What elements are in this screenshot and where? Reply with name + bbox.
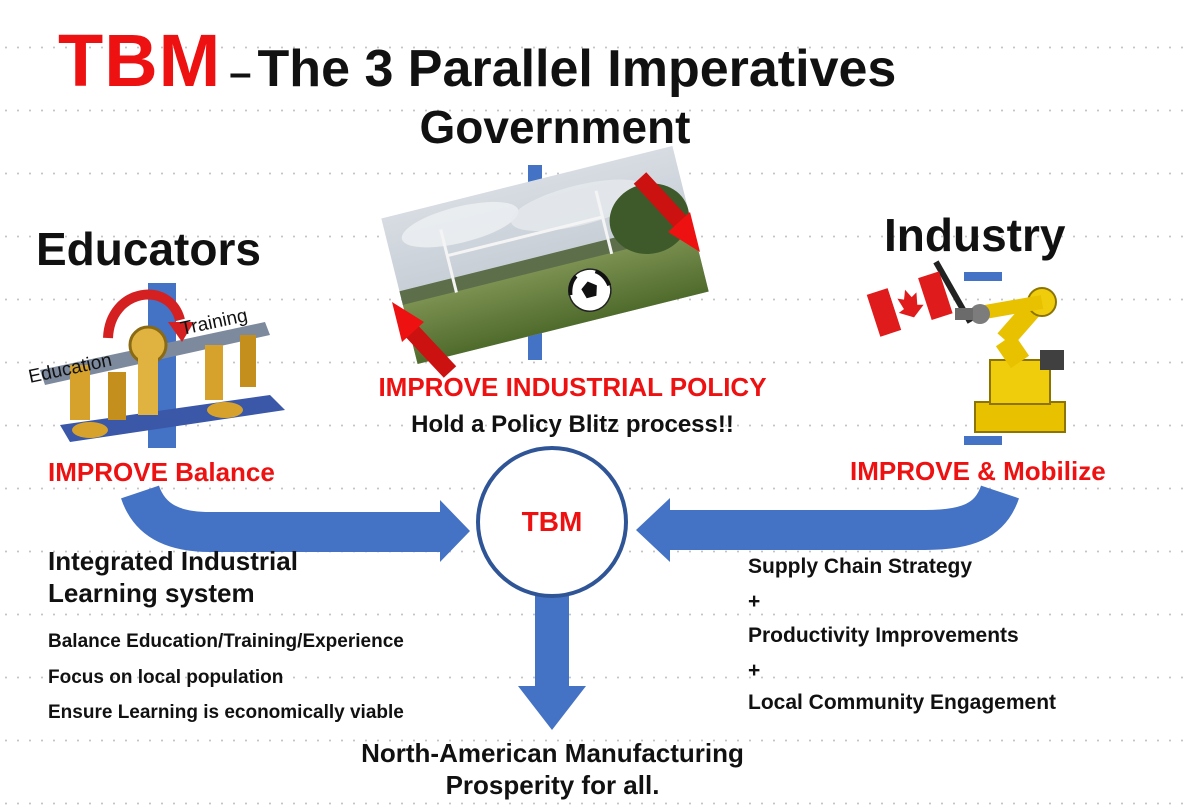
educators-system-line2: Learning system: [48, 578, 255, 608]
industry-marker-bottom: [964, 436, 1002, 445]
industry-action: IMPROVE & Mobilize: [850, 456, 1106, 486]
industry-plus: +: [748, 659, 761, 682]
education-training-seesaw-icon: Education Training: [27, 283, 285, 448]
page-title: TBM–The 3 Parallel Imperatives: [58, 18, 1168, 102]
educators-action: IMPROVE Balance: [48, 457, 275, 487]
industry-point: Supply Chain Strategy: [748, 555, 973, 578]
cycle-arrow-icon: [392, 172, 700, 378]
outcome-line1: North-American Manufacturing: [361, 738, 744, 768]
title-main: The 3 Parallel Imperatives: [257, 40, 897, 98]
industry-heading: Industry: [884, 209, 1066, 261]
educators-heading: Educators: [36, 223, 261, 275]
government-heading: Government: [419, 101, 691, 153]
outcome-flow-arrow: [518, 578, 586, 730]
industry-point: Local Community Engagement: [748, 691, 1057, 714]
outcome-line2: Prosperity for all.: [445, 770, 660, 800]
soccer-field-photo: [381, 145, 709, 365]
educators-point: Focus on local population: [48, 667, 284, 688]
educators-point: Balance Education/Training/Experience: [48, 631, 404, 652]
hub-label: TBM: [521, 506, 583, 537]
industry-point: Productivity Improvements: [748, 624, 1019, 647]
government-process: Hold a Policy Blitz process!!: [411, 411, 734, 438]
educators-point: Ensure Learning is economically viable: [48, 702, 404, 723]
tbm-hub: [476, 446, 628, 598]
government-action: IMPROVE INDUSTRIAL POLICY: [378, 372, 767, 402]
title-brand: TBM: [58, 19, 222, 102]
educators-flow-arrow: [121, 484, 470, 562]
industry-flow-arrow: [636, 484, 1019, 562]
industry-plus: +: [748, 590, 761, 613]
canada-flag-icon: [866, 260, 973, 337]
industry-marker-top: [964, 272, 1002, 281]
industrial-robot-arm-icon: [955, 287, 1066, 433]
educators-system-line1: Integrated Industrial: [48, 546, 298, 576]
title-separator: –: [229, 51, 252, 95]
